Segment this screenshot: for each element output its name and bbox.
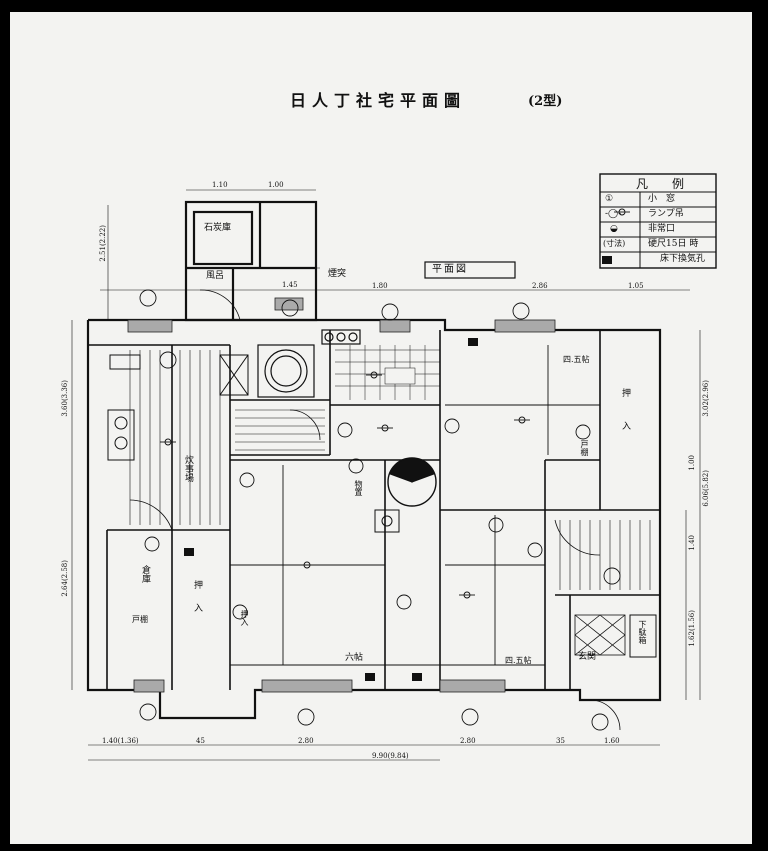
room-four-half-bottom: 四.五帖 xyxy=(505,656,532,665)
dim-top-2: 1.00 xyxy=(268,181,284,189)
bath-floor xyxy=(235,409,325,451)
legend-box xyxy=(599,173,717,269)
legend-label-4: 硬尺15日 時 xyxy=(648,239,699,249)
room-coal-storage: 石炭庫 xyxy=(204,223,232,233)
dim-bottom-4: 2.80 xyxy=(460,737,476,745)
windows xyxy=(127,297,556,693)
washroom-tiles xyxy=(335,345,440,400)
plan-label: 平面図 xyxy=(432,264,468,275)
dim-left-1: 2.51(2.22) xyxy=(99,225,107,262)
dim-bottom-3: 2.80 xyxy=(298,737,314,745)
room-six-mat: 六帖 xyxy=(345,653,364,663)
dim-top-5: 2.86 xyxy=(532,282,548,290)
room-shoe-box: 下駄箱 xyxy=(638,620,647,644)
vent-markers xyxy=(184,256,612,681)
dim-bottom-5: 35 xyxy=(556,737,565,745)
dim-left-3: 2.64(2.58) xyxy=(61,560,69,597)
legend-label-5: 床下換気孔 xyxy=(660,254,706,264)
dim-right-2: 6.06(5.82) xyxy=(702,470,710,507)
dim-total-width: 9.90(9.84) xyxy=(372,752,409,760)
dim-top-3: 1.45 xyxy=(282,281,298,289)
room-cabinet: 戸棚 xyxy=(580,440,589,456)
dim-bottom-6: 1.60 xyxy=(604,737,620,745)
dimension-lines xyxy=(71,189,701,761)
legend-heading: 凡 例 xyxy=(636,177,691,191)
shoe-box xyxy=(629,614,657,658)
interior-walls xyxy=(88,330,660,690)
dim-bottom-2: 45 xyxy=(196,737,205,745)
room-kitchen: 炊事場 xyxy=(183,455,193,482)
hearth-fixture xyxy=(374,457,437,533)
kitchen-fixtures xyxy=(107,354,249,461)
dim-right-1: 3.02(2.96) xyxy=(702,380,710,417)
room-four-half-top: 四.五帖 xyxy=(563,355,590,364)
reference-circles xyxy=(139,289,621,731)
room-chimney: 煙突 xyxy=(328,269,347,279)
kitchen-floorboards xyxy=(129,350,221,525)
room-genkan: 玄関 xyxy=(578,652,597,662)
legend-symbol-4: (寸法) xyxy=(603,239,626,248)
room-bath: 風呂 xyxy=(206,271,225,281)
room-oshiire-right: 押入 xyxy=(620,388,630,454)
dim-right-5: 1.00 xyxy=(688,455,696,471)
drawing-title: 日人丁社宅平面圖 xyxy=(290,91,467,110)
plan-label-box xyxy=(424,261,516,279)
dim-top-4: 1.80 xyxy=(372,282,388,290)
legend-label-1: 小 窓 xyxy=(648,194,676,204)
lamp-symbols xyxy=(160,208,630,599)
room-closet-mid: 物置 xyxy=(354,480,363,496)
dim-right-3: 1.62(1.56) xyxy=(688,610,696,647)
dim-right-4: 1.40 xyxy=(688,535,696,551)
room-butsudan: 押入 xyxy=(240,610,249,626)
room-storage: 倉庫 xyxy=(140,565,150,583)
bath-tub xyxy=(257,329,361,398)
legend-label-2: ランプ吊 xyxy=(648,209,684,219)
legend-label-3: 非常口 xyxy=(648,224,676,234)
room-storage-sub: 戸棚 xyxy=(132,615,148,624)
legend-symbol-3: ◒ xyxy=(610,224,618,234)
dim-top-6: 1.05 xyxy=(628,282,644,290)
dim-top-1: 1.10 xyxy=(212,181,228,189)
room-oshiire-left: 押入 xyxy=(192,580,202,626)
legend-symbol-1: ① xyxy=(605,194,614,204)
drawing-title-type: (2型) xyxy=(528,94,563,109)
legend-symbol-2: -◯- xyxy=(605,209,622,219)
dim-bottom-1: 1.40(1.36) xyxy=(102,737,139,745)
genkan-tile xyxy=(574,614,626,656)
dim-left-2: 3.60(3.36) xyxy=(61,380,69,417)
